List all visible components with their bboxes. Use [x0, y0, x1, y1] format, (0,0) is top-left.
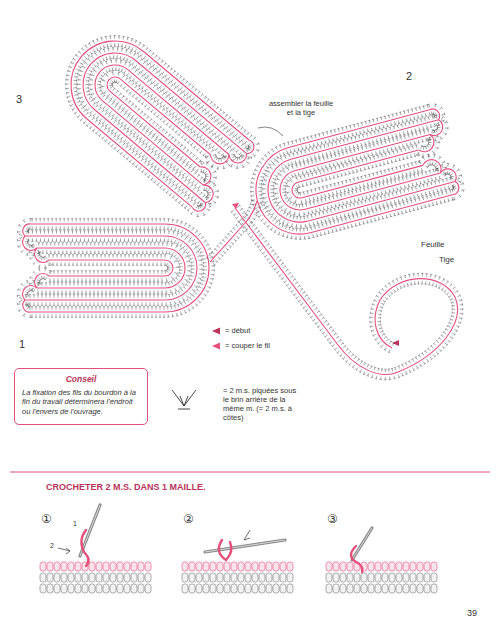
- stitch-marks: [29, 268, 52, 291]
- stitch-marks: [29, 245, 52, 268]
- bourdon-line: [193, 165, 215, 187]
- legend-text: = 2 m.s. piquées sous le brin arrière de…: [222, 386, 304, 422]
- box-body: La fixation des fils du bourdon à la fin…: [22, 388, 140, 416]
- bourdon-line: [196, 183, 217, 204]
- stitch-marks: [448, 176, 467, 200]
- page-number: 39: [466, 608, 478, 618]
- stitch-marks: [46, 16, 253, 212]
- chart-label: Feuille: [420, 240, 446, 249]
- stitch-marks: [417, 151, 449, 181]
- stem-chart: [206, 199, 463, 380]
- stitch-marks: [31, 219, 215, 318]
- stitch-marks: [411, 130, 443, 160]
- legend-text: = couper le fil: [224, 341, 271, 350]
- chart-label: ③: [326, 513, 339, 527]
- stitch-marks: [37, 243, 191, 294]
- crochet-hook: [352, 528, 372, 560]
- leaf-chart: [17, 219, 214, 318]
- stitch-marks: [62, 32, 250, 206]
- stitch-marks: [18, 297, 32, 318]
- chart-label: 1: [18, 338, 26, 351]
- chart-label: 1: [72, 520, 78, 528]
- crochet-hook: [205, 540, 285, 552]
- chart-label: 3: [15, 93, 23, 106]
- chart-label: ②: [182, 513, 195, 527]
- bourdon-line: [37, 248, 185, 288]
- tip-box: Conseil La fixation des fils du bourdon à…: [14, 368, 148, 425]
- leaf-chart: [45, 15, 264, 221]
- bourdon-line: [210, 222, 246, 262]
- bourdon-line: [35, 248, 49, 262]
- yarn: [219, 540, 232, 560]
- stitch-marks: [243, 199, 262, 224]
- bourdon-line: [49, 260, 173, 276]
- bourdon-line: [23, 300, 31, 312]
- bourdon-line: [35, 274, 49, 288]
- stitch-marks: [25, 231, 203, 306]
- stitch-marks: [206, 218, 250, 266]
- chart-label: 2: [405, 70, 413, 83]
- chart-label: assembler la feuille et la tige: [264, 100, 338, 117]
- stitch-marks: [48, 255, 179, 282]
- start-marker: [392, 340, 399, 346]
- stitch-marks: [231, 205, 463, 380]
- section-heading: CROCHETER 2 M.S. DANS 1 MAILLE.: [45, 482, 207, 492]
- stitch-marks: [17, 280, 40, 303]
- stitch-marks: [423, 115, 451, 143]
- bourdon-line: [23, 236, 37, 250]
- stitch-marks: [269, 129, 442, 221]
- cut-symbol: [212, 343, 220, 350]
- leaf-chart: [240, 101, 468, 251]
- v-stitch-symbol: [172, 390, 196, 409]
- bourdon-line: [23, 286, 37, 300]
- start-symbol: [212, 328, 220, 335]
- bourdon-line: [261, 120, 455, 229]
- leader-line: [258, 127, 283, 136]
- cut-marker: [232, 203, 239, 209]
- bourdon-line: [25, 236, 197, 300]
- chart-label: Tige: [438, 255, 455, 264]
- stitch-marks: [18, 219, 32, 240]
- bourdon-line: [23, 224, 31, 236]
- fabric-swatch: [182, 562, 293, 593]
- stitch-marks: [428, 101, 447, 125]
- bourdon-line: [416, 134, 437, 153]
- stitch-marks: [284, 145, 425, 207]
- chart-label: ①: [40, 513, 53, 527]
- stitch-marks: [240, 137, 264, 162]
- fabric-swatch: [40, 562, 151, 593]
- stitch-marks: [17, 233, 40, 256]
- bourdon-line: [246, 110, 452, 244]
- legend-text: = début: [224, 326, 251, 335]
- bourdon-line: [227, 145, 248, 166]
- box-heading: Conseil: [22, 374, 140, 384]
- stitch-marks: [190, 196, 214, 221]
- chart-label: 2: [49, 542, 55, 550]
- stitch-marks: [254, 115, 456, 236]
- yarn: [351, 546, 362, 572]
- bourdon-line: [430, 107, 441, 121]
- stitch-marks: [79, 49, 232, 189]
- bourdon-line: [31, 224, 209, 312]
- fabric-swatch: [326, 562, 437, 593]
- stitch-marks: [435, 161, 463, 189]
- stitch-marks: [202, 144, 234, 175]
- bourdon-line: [422, 157, 443, 176]
- section-rule: [10, 472, 490, 473]
- bourdon-line: [449, 181, 460, 195]
- stitch-marks: [240, 105, 454, 251]
- yarn: [81, 530, 88, 566]
